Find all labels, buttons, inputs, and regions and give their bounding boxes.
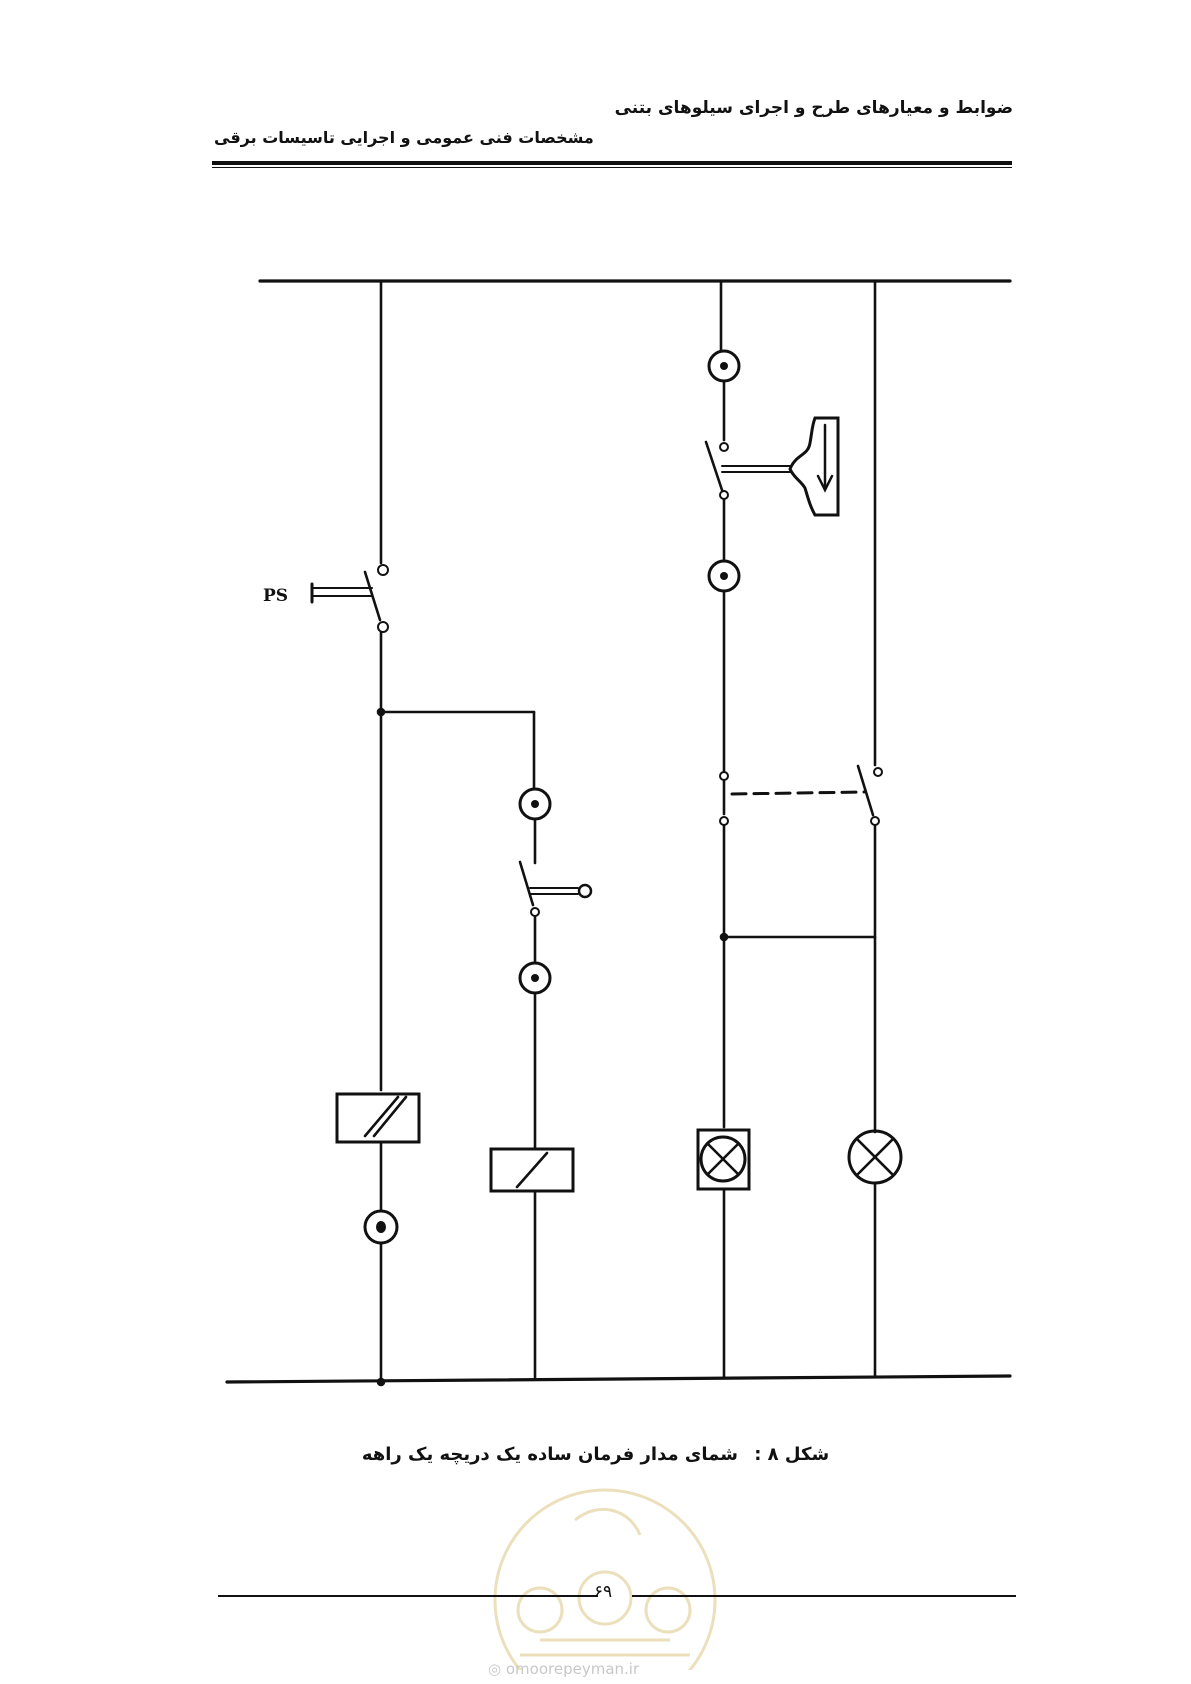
- float-switch-actuator: [788, 416, 840, 517]
- float-switch-blade: [704, 440, 724, 492]
- footer-rule-right: [632, 1595, 1016, 1597]
- auxiliary-contact-blade: [856, 764, 875, 817]
- watermark-globe-icon: ◎: [488, 1660, 502, 1678]
- limit-switch-roller: [577, 883, 593, 899]
- ps-switch-label: PS: [263, 586, 288, 606]
- relay-coil-1: [335, 1092, 421, 1144]
- footer-rule-left: [218, 1595, 598, 1597]
- page-number: ۶۹: [593, 1582, 613, 1602]
- header-rule-thick: [212, 161, 1012, 165]
- limit-switch-blade: [518, 860, 535, 907]
- ps-contact-bottom-terminal: [377, 621, 389, 633]
- book-title-header: ضوابط و معیارهای طرح و اجرای سیلوهای بتن…: [614, 98, 1013, 118]
- figure-number: شکل ۸ :: [754, 1444, 830, 1465]
- ps-contact-top-terminal: [377, 564, 389, 576]
- figure-caption: شکل ۸ : شمای مدار فرمان ساده یک دریچه یک…: [0, 1444, 1191, 1465]
- header-rule-thin: [212, 167, 1012, 168]
- watermark-url: ◎ omoorepeyman.ir: [488, 1660, 640, 1678]
- figure-caption-text: شمای مدار فرمان ساده یک دریچه یک راهه: [361, 1444, 738, 1465]
- section-title-header: مشخصات فنی عمومی و اجرایی تاسیسات برقی: [214, 128, 594, 147]
- mechanical-link: [730, 790, 866, 796]
- watermark-seal-logo: [493, 1488, 717, 1670]
- bottom-bus-bar: [225, 1374, 1012, 1384]
- relay-coil-2: [489, 1147, 575, 1193]
